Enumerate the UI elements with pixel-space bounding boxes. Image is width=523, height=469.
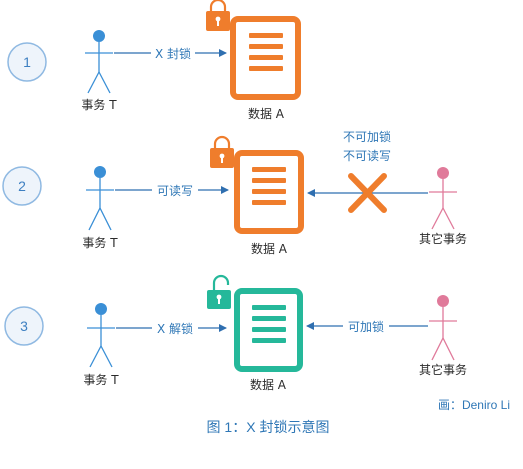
note-cannot-lock: 不可加锁 bbox=[343, 129, 391, 144]
document-icon bbox=[234, 288, 303, 372]
figure-caption: 图 1：X 封锁示意图 bbox=[207, 419, 330, 435]
author-credit: 画：Deniro Li bbox=[438, 398, 510, 412]
row-2: 2 事务 T 可读写 数据 A bbox=[2, 129, 467, 256]
actor-label: 其它事务 bbox=[419, 362, 467, 377]
document-label: 数据 A bbox=[250, 377, 287, 392]
svg-text:1: 1 bbox=[23, 54, 31, 70]
arrow-label: 可加锁 bbox=[348, 319, 384, 334]
note-cannot-read-write: 不可读写 bbox=[343, 149, 391, 163]
document-icon bbox=[230, 16, 301, 100]
cross-icon bbox=[348, 173, 387, 213]
step-number-3: 3 bbox=[4, 306, 44, 346]
actor-label: 事务 T bbox=[82, 235, 118, 250]
step-number-1: 1 bbox=[7, 42, 47, 82]
lock-closed-icon bbox=[206, 0, 230, 31]
document-icon bbox=[234, 150, 304, 234]
actor-label: 其它事务 bbox=[419, 231, 467, 246]
actor-other-transactions-icon bbox=[429, 295, 457, 361]
actor-transaction-t-icon bbox=[87, 303, 115, 368]
row-3: 3 事务 T X 解锁 数据 A 可加锁 bbox=[4, 274, 467, 392]
svg-text:2: 2 bbox=[18, 178, 26, 194]
arrow-label: X 封锁 bbox=[155, 46, 191, 61]
arrow-label: 可读写 bbox=[157, 184, 193, 198]
row-1: 1 事务 T X 封锁 数据 A bbox=[7, 0, 301, 121]
lock-closed-icon bbox=[210, 135, 234, 168]
arrow-label: X 解锁 bbox=[157, 321, 193, 336]
document-label: 数据 A bbox=[248, 106, 285, 121]
step-number-2: 2 bbox=[2, 166, 42, 206]
actor-transaction-t-icon bbox=[85, 30, 113, 94]
document-label: 数据 A bbox=[251, 241, 288, 256]
actor-transaction-t-icon bbox=[86, 166, 114, 231]
actor-label: 事务 T bbox=[81, 97, 117, 112]
actor-label: 事务 T bbox=[83, 372, 119, 387]
actor-other-transactions-icon bbox=[429, 167, 457, 230]
svg-text:3: 3 bbox=[20, 318, 28, 334]
lock-open-icon bbox=[207, 274, 231, 309]
